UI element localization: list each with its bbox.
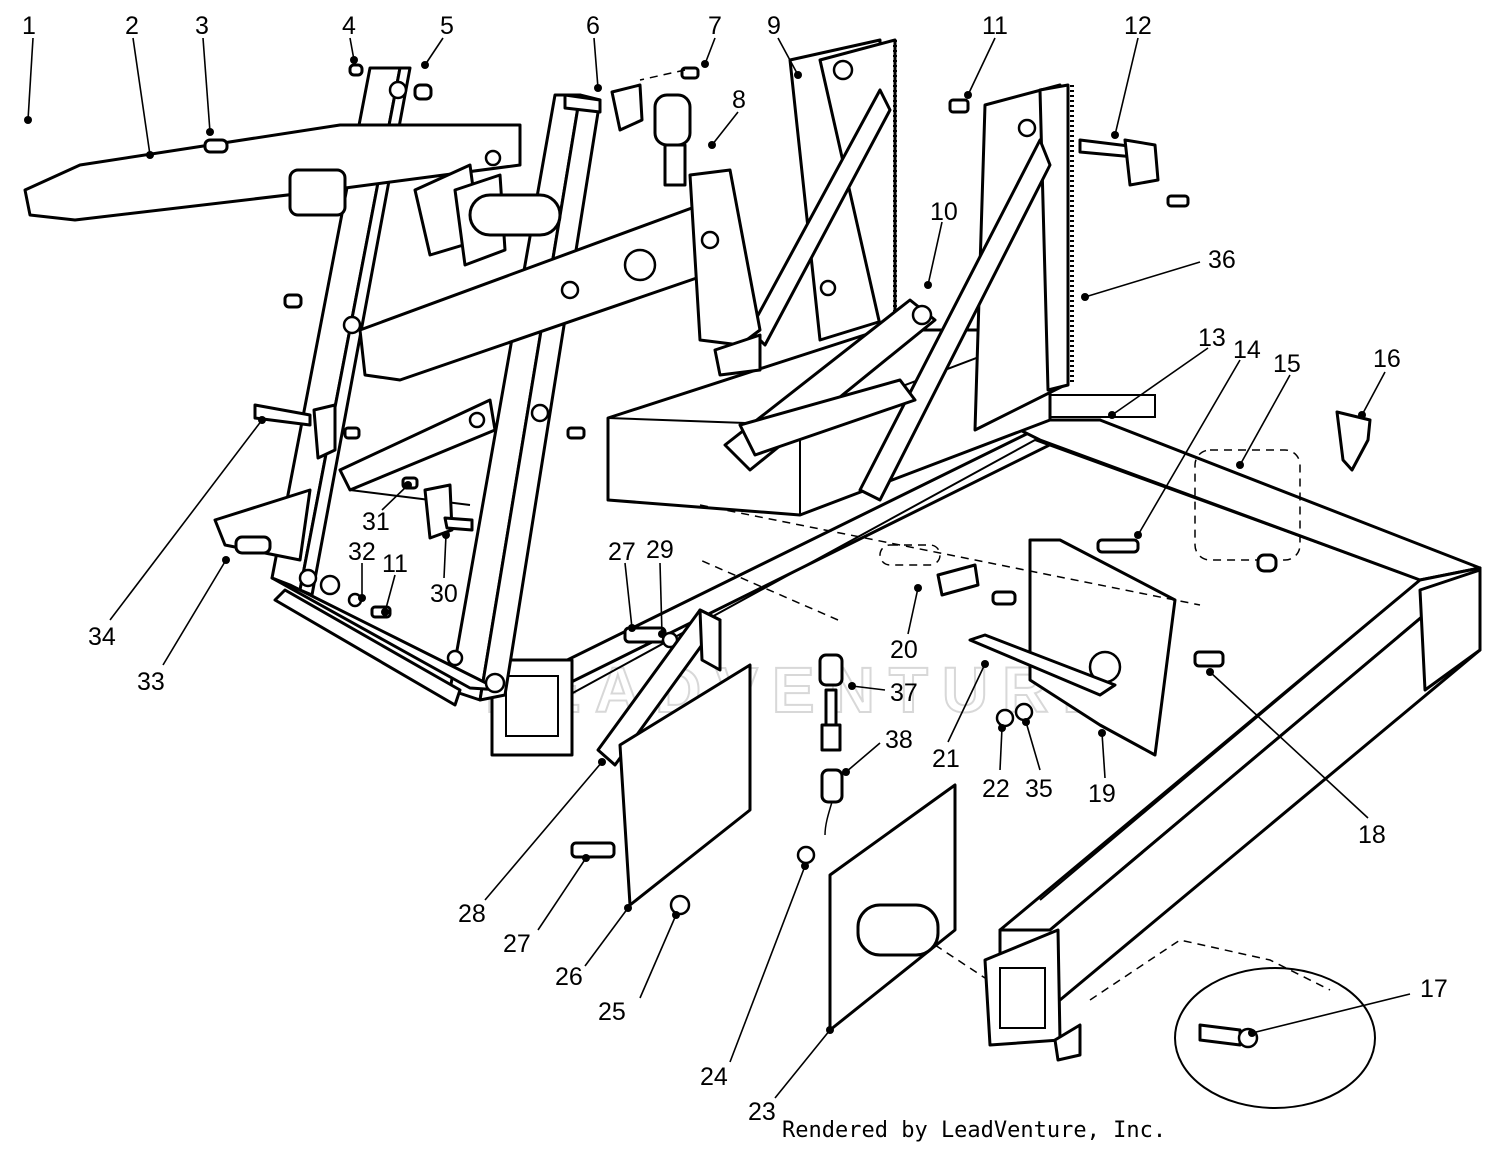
- callout-21: 21: [932, 745, 960, 773]
- pivot-plates: [413, 163, 562, 267]
- left-bracket-plate: [570, 608, 752, 916]
- callout-5: 5: [440, 12, 454, 40]
- callout-4: 4: [342, 12, 356, 40]
- callout-34: 34: [88, 623, 116, 651]
- callout-38: 38: [885, 726, 913, 754]
- callout-18: 18: [1358, 821, 1386, 849]
- callout-2: 2: [125, 12, 139, 40]
- callout-11: 11: [982, 12, 1008, 40]
- callout-24: 24: [700, 1063, 728, 1091]
- callout-36: 36: [1208, 246, 1236, 274]
- credit-line: Rendered by LeadVenture, Inc.: [782, 1118, 1166, 1143]
- callout-32: 32: [348, 538, 376, 566]
- callout-15: 15: [1273, 350, 1301, 378]
- link-arm: [723, 298, 937, 472]
- callout-12: 12: [1124, 12, 1152, 40]
- hydraulic-cylinder: [653, 93, 762, 377]
- callout-8: 8: [732, 86, 746, 114]
- callout-11-lower: 11: [382, 550, 408, 578]
- right-mount-plate: [968, 538, 1225, 757]
- callout-30: 30: [430, 580, 458, 608]
- callout-27-lower: 27: [503, 930, 531, 958]
- callout-31: 31: [362, 508, 390, 536]
- hardware: [203, 63, 1190, 649]
- callout-26: 26: [555, 963, 583, 991]
- callout-14: 14: [1233, 336, 1261, 364]
- rear-tower-right: [858, 83, 1074, 502]
- bottom-mount-plate: [796, 783, 957, 1032]
- callout-22: 22: [982, 775, 1010, 803]
- callout-7: 7: [708, 12, 722, 40]
- callout-28: 28: [458, 900, 486, 928]
- assembly-lines: [639, 69, 1201, 979]
- callout-29: 29: [646, 536, 674, 564]
- callout-37: 37: [890, 679, 918, 707]
- main-frame: [488, 418, 1482, 1047]
- mounting-holes: [298, 59, 1037, 694]
- callout-27-upper: 27: [608, 538, 636, 566]
- callout-20: 20: [890, 636, 918, 664]
- callout-16: 16: [1373, 345, 1401, 373]
- sensor-switch: [818, 653, 844, 836]
- callout-9: 9: [767, 12, 781, 40]
- callout-19: 19: [1088, 780, 1116, 808]
- callout-13: 13: [1198, 324, 1226, 352]
- callout-6: 6: [586, 12, 600, 40]
- callout-1: 1: [22, 12, 36, 40]
- decal-and-clip: [879, 394, 1372, 606]
- callout-33: 33: [137, 668, 165, 696]
- hitch-assembly: [1053, 939, 1376, 1109]
- callout-10: 10: [930, 198, 958, 226]
- callout-25: 25: [598, 998, 626, 1026]
- callout-23: 23: [748, 1098, 776, 1126]
- callout-35: 35: [1025, 775, 1053, 803]
- rear-tower-left: [748, 38, 897, 347]
- callout-3: 3: [195, 12, 209, 40]
- callout-labels: 1 2 3 4 5 6 7 8 9 10 11 12 13 14 15 16 1…: [22, 12, 1448, 1126]
- callout-leaders: [24, 37, 1411, 1099]
- callout-17: 17: [1420, 975, 1448, 1003]
